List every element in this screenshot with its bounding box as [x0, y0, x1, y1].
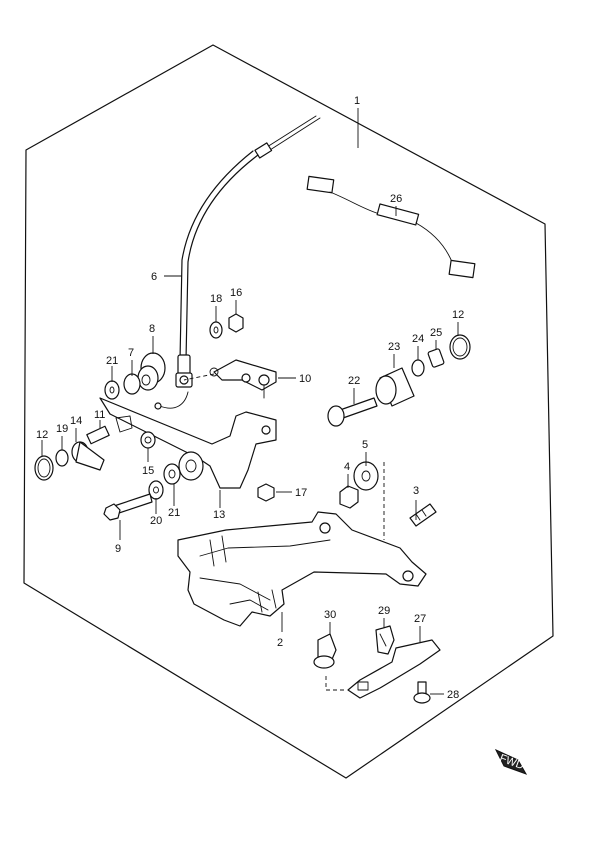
- callout-20: 20: [150, 515, 162, 527]
- callout-labels: 1 2 3 4 5 6 7 8 9 10 11 12 12 13 14 15 1…: [36, 95, 464, 701]
- callout-30: 30: [324, 609, 336, 621]
- part-3-stud: [409, 503, 437, 527]
- callout-21a: 21: [106, 355, 118, 367]
- part-10-bracket: [209, 359, 277, 399]
- part-30-clamp: [313, 633, 337, 669]
- assembly-outline: [23, 44, 554, 779]
- callout-29: 29: [378, 605, 390, 617]
- callout-12a: 12: [36, 429, 48, 441]
- callout-16: 16: [230, 287, 242, 299]
- callout-26: 26: [390, 193, 402, 205]
- part-21-washer-upper: [104, 380, 120, 400]
- callout-12b: 12: [452, 309, 464, 321]
- part-28-bolt: [413, 681, 431, 704]
- part-24-washer: [411, 359, 425, 377]
- part-19-washer: [55, 449, 69, 467]
- callout-22: 22: [348, 375, 360, 387]
- part-4-nut: [339, 485, 359, 509]
- part-14-bushing: [71, 441, 105, 471]
- part-26-harness: [306, 175, 476, 279]
- fwd-arrow-icon: FWD: [494, 748, 528, 775]
- callout-1: 1: [354, 95, 360, 107]
- callout-27: 27: [414, 613, 426, 625]
- part-9-bolt: [103, 493, 153, 521]
- part-17-nut: [257, 483, 275, 502]
- callout-21b: 21: [168, 507, 180, 519]
- part-27-plate: [347, 639, 441, 699]
- callout-19: 19: [56, 423, 68, 435]
- callout-6: 6: [151, 271, 157, 283]
- part-29-clip: [375, 625, 395, 655]
- part-16-nut: [228, 313, 244, 333]
- part-13-lever: [99, 397, 277, 489]
- part-8-grommet: [137, 352, 166, 391]
- callout-25: 25: [430, 327, 442, 339]
- callout-18: 18: [210, 293, 222, 305]
- callout-9: 9: [115, 543, 121, 555]
- callout-14: 14: [70, 415, 82, 427]
- callout-4: 4: [344, 461, 350, 473]
- part-11-pin: [86, 425, 110, 445]
- callout-24: 24: [412, 333, 424, 345]
- part-7-spacer: [123, 373, 141, 395]
- callout-8: 8: [149, 323, 155, 335]
- part-2-bracket: [177, 511, 427, 627]
- part-15-bushing: [140, 431, 156, 449]
- part-12-clip-left: [34, 455, 54, 481]
- part-23-bushing: [375, 367, 415, 407]
- callout-5: 5: [362, 439, 368, 451]
- callout-13: 13: [213, 509, 225, 521]
- part-5-washer: [353, 461, 379, 491]
- part-22-bolt: [327, 397, 378, 427]
- callout-2: 2: [277, 637, 283, 649]
- callout-11: 11: [94, 409, 105, 421]
- callout-3: 3: [413, 485, 419, 497]
- part-21-washer-lower: [163, 463, 181, 485]
- callout-17: 17: [295, 487, 307, 499]
- part-25-collar: [427, 348, 445, 368]
- callout-23: 23: [388, 341, 400, 353]
- callout-7: 7: [128, 347, 134, 359]
- part-12-clip-right: [449, 334, 471, 360]
- callout-10: 10: [299, 373, 311, 385]
- callout-15: 15: [142, 465, 154, 477]
- part-18-washer: [209, 321, 223, 339]
- callout-28: 28: [447, 689, 459, 701]
